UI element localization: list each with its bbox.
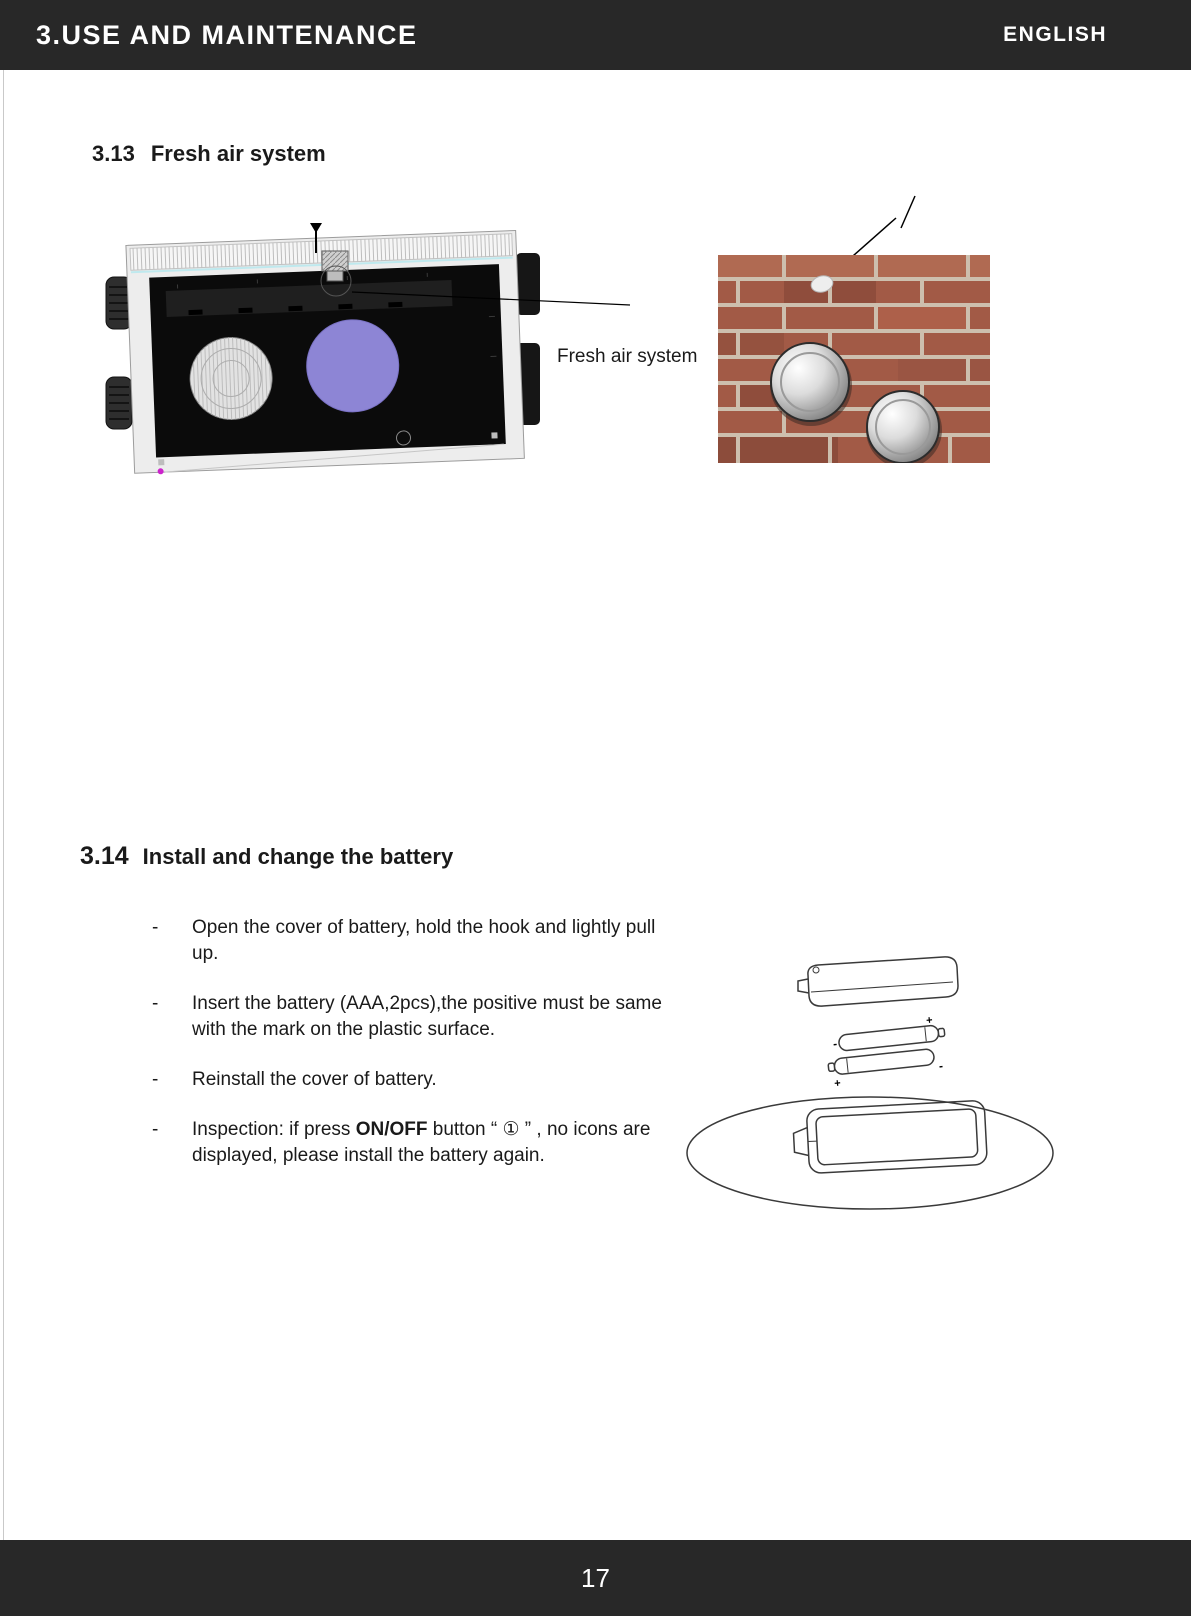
- page-number: 17: [581, 1562, 610, 1593]
- bullet-marker: -: [152, 993, 159, 1014]
- unit-body: [125, 229, 525, 475]
- section-number: 3.13: [92, 141, 135, 166]
- section-heading-battery: 3.14 Install and change the battery: [80, 842, 453, 871]
- battery-instructions-list: - Open the cover of battery, hold the ho…: [152, 915, 717, 1193]
- bullet-text: Open the cover of battery, hold the hook…: [192, 915, 662, 967]
- wall-vent-right: [866, 390, 942, 463]
- bullet-text: Insert the battery (AAA,2pcs),the positi…: [192, 991, 697, 1043]
- battery-cover-drawing: [797, 956, 959, 1007]
- batteries-drawing: + + - -: [827, 1014, 946, 1090]
- bullet-text-pre: Reinstall the cover of battery.: [192, 1069, 437, 1090]
- section-title: Fresh air system: [150, 141, 326, 166]
- list-item: - Reinstall the cover of battery.: [152, 1067, 717, 1093]
- brick-wall-drawing: [718, 255, 990, 463]
- page-title: 3.USE AND MAINTENANCE: [36, 19, 418, 50]
- section-title: Install and change the battery: [142, 844, 454, 869]
- bullet-text: Reinstall the cover of battery.: [192, 1067, 717, 1093]
- unit-drawing: [105, 223, 540, 475]
- page-left-rule: [3, 70, 4, 1540]
- bullet-marker: -: [152, 1069, 159, 1090]
- remote-drawing: [686, 1096, 1054, 1210]
- slash-mark: [900, 195, 916, 229]
- unit-illustration: [100, 193, 545, 483]
- bullet-marker: -: [152, 917, 159, 938]
- bullet-text: Inspection: if press ON/OFF button “ ① ”…: [192, 1117, 682, 1169]
- bullet-text-pre: Insert the battery (AAA,2pcs),the positi…: [192, 993, 662, 1040]
- footer-bar: 17: [0, 1540, 1191, 1616]
- bullet-text-post: button “ ① ” , no icons are displayed, p…: [192, 1119, 651, 1166]
- svg-text:+: +: [834, 1077, 842, 1090]
- list-item: - Insert the battery (AAA,2pcs),the posi…: [152, 991, 717, 1043]
- unit-top-connector: [310, 223, 352, 297]
- header-bar: 3.USE AND MAINTENANCE ENGLISH: [0, 0, 1191, 70]
- battery-drawing: + + - -: [686, 956, 1054, 1210]
- brick-wall-photo: [718, 255, 990, 463]
- section-number: 3.14: [80, 842, 129, 870]
- language-label: ENGLISH: [1003, 23, 1107, 46]
- bullet-text-pre: Open the cover of battery, hold the hook…: [192, 917, 656, 964]
- wall-vent-left: [770, 342, 852, 426]
- list-item: - Open the cover of battery, hold the ho…: [152, 915, 717, 967]
- section-heading-fresh-air: 3.13 Fresh air system: [92, 141, 326, 167]
- bullet-marker: -: [152, 1119, 159, 1140]
- bullet-text-bold: ON/OFF: [355, 1119, 428, 1140]
- bullet-text-pre: Inspection: if press: [192, 1119, 356, 1140]
- svg-text:-: -: [832, 1037, 837, 1051]
- svg-text:-: -: [938, 1059, 943, 1073]
- battery-illustration: + + - -: [665, 935, 1075, 1235]
- svg-text:+: +: [926, 1014, 934, 1027]
- list-item: - Inspection: if press ON/OFF button “ ①…: [152, 1117, 717, 1169]
- callout-label: Fresh air system: [557, 346, 698, 367]
- wall-cap: [810, 275, 834, 293]
